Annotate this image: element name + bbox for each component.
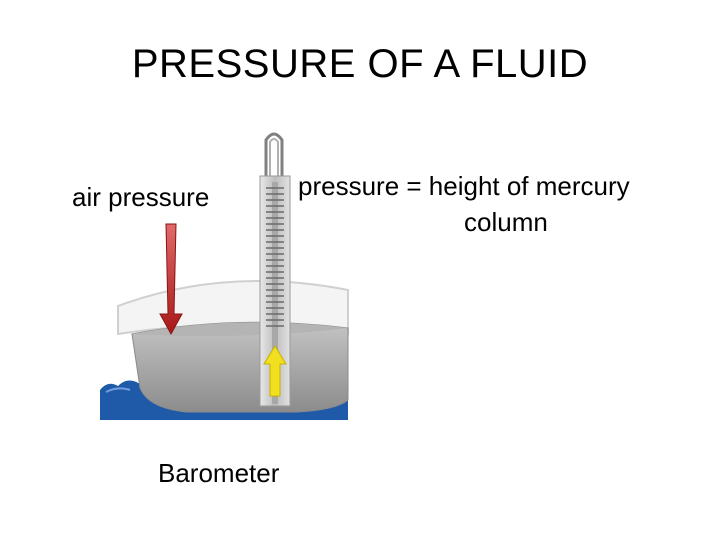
- formula-line-2: column: [464, 207, 548, 237]
- down-arrow-icon: [159, 223, 183, 336]
- mercury-dish: [131, 321, 349, 413]
- barometer-caption: Barometer: [158, 458, 280, 488]
- slide-title: PRESSURE OF A FLUID: [131, 42, 589, 86]
- pressure-formula-label: pressure = height of mercury column: [298, 168, 718, 240]
- tube-scale-marks: [266, 187, 284, 327]
- formula-line-1: pressure = height of mercury: [298, 171, 630, 201]
- barometer-illustration: [100, 132, 349, 420]
- air-pressure-label: air pressure: [72, 182, 210, 212]
- up-arrow-icon: [263, 345, 287, 397]
